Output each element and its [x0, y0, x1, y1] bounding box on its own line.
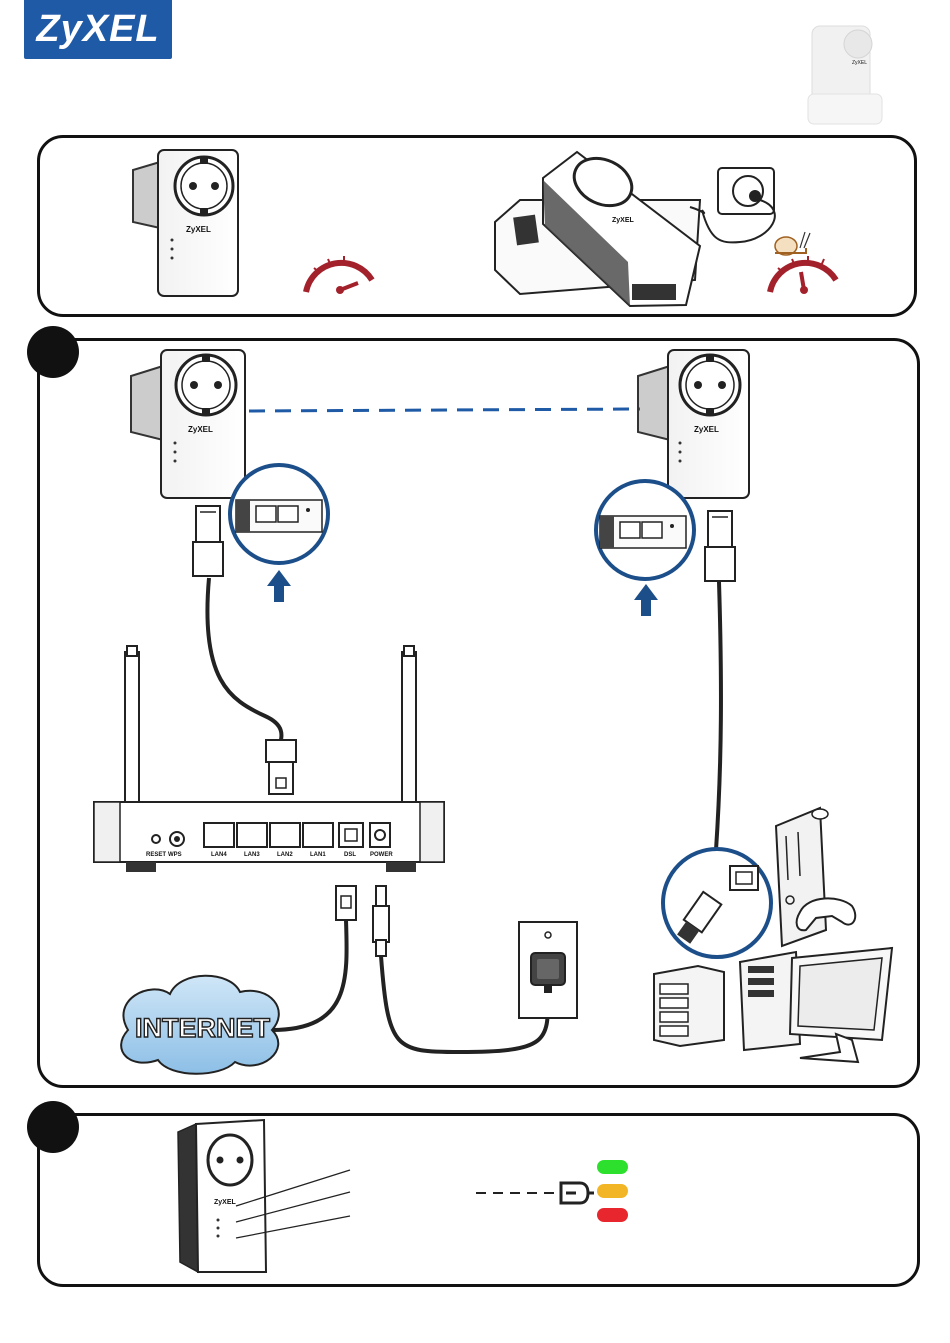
nas-storage-icon [654, 966, 724, 1046]
photo-brand: ZyXEL [852, 60, 867, 66]
adapter-wall-plugged: ZyXEL [133, 150, 238, 296]
zoom-circle-left [230, 465, 328, 563]
speed-gauge-slow-icon [770, 256, 836, 294]
left-adapter-brand: ZyXEL [188, 425, 213, 434]
zoom-circle-client [663, 849, 771, 957]
product-photo: ZyXEL [808, 26, 882, 124]
desktop-pc-icon [740, 948, 892, 1062]
snail-icon [775, 232, 810, 255]
adapter-left: ZyXEL [131, 350, 245, 498]
dsl-cable [272, 920, 347, 1030]
wall-outlet [519, 922, 577, 1018]
dsl-plug [336, 886, 356, 920]
led-amber-swatch [597, 1184, 628, 1198]
ethernet-cable-left [207, 578, 281, 744]
speed-gauge-fast-icon [306, 256, 372, 294]
led-status-swatches [597, 1160, 628, 1222]
led-green-swatch [597, 1160, 628, 1174]
adapter-brand: ZyXEL [186, 225, 211, 234]
ethernet-plug-router [266, 740, 296, 794]
insert-arrow-left-icon [267, 570, 291, 602]
adapter-led-view: ZyXEL [178, 1120, 266, 1272]
adapter-right: ZyXEL [638, 350, 749, 498]
ethernet-plug-right [705, 511, 735, 581]
power-plug [373, 886, 389, 956]
internet-cloud: INTERNET [121, 976, 279, 1074]
led-view-brand: ZyXEL [214, 1199, 237, 1206]
port-label-lan3: LAN3 [244, 852, 260, 858]
port-label-lan2: LAN2 [277, 852, 293, 858]
port-label-wps: WPS [168, 852, 182, 858]
insert-arrow-right-icon [634, 584, 658, 616]
powerline-link [249, 409, 640, 411]
ethernet-plug-left [193, 506, 223, 576]
zoom-circle-right [596, 481, 694, 579]
port-label-power: POWER [370, 852, 393, 858]
strip-adapter-brand: ZyXEL [612, 217, 635, 224]
game-console-icon [776, 808, 855, 946]
internet-label: INTERNET [135, 1013, 271, 1043]
port-label-dsl: DSL [344, 852, 356, 858]
led-red-swatch [597, 1208, 628, 1222]
ethernet-cable-right [716, 582, 721, 850]
power-strip-scene: ZyXEL [495, 149, 775, 306]
port-label-lan1: LAN1 [310, 852, 326, 858]
power-plug-icon [561, 1183, 594, 1203]
port-label-reset: RESET [146, 852, 166, 858]
right-adapter-brand: ZyXEL [694, 425, 719, 434]
port-label-lan4: LAN4 [211, 852, 227, 858]
